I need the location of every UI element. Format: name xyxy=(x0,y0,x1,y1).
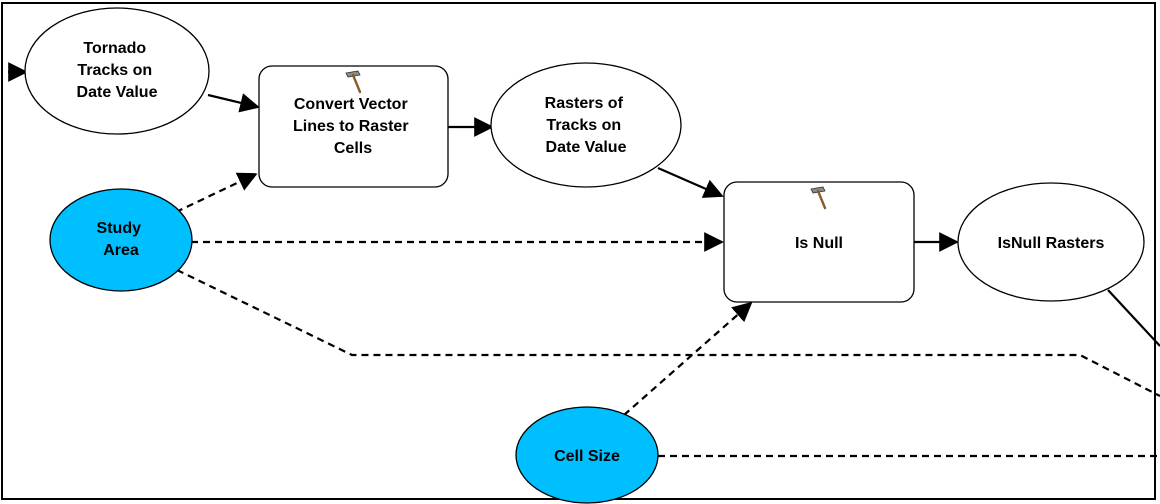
node-isnull-rasters[interactable]: IsNull Rasters xyxy=(957,182,1145,302)
connector-study-area-to-convert xyxy=(175,172,258,213)
node-label: Is Null xyxy=(795,235,843,252)
connectors xyxy=(8,62,1160,458)
node-rasters-tracks[interactable]: Rasters of Tracks on Date Value xyxy=(490,62,682,188)
hammer-icon xyxy=(810,186,827,210)
node-label: Tornado Tracks on Date Value xyxy=(77,40,158,101)
node-label: Convert Vector Lines to Raster Cells xyxy=(293,96,413,157)
dashed-connectors xyxy=(175,172,1160,458)
connector-tornado-to-convert xyxy=(207,93,260,113)
node-study-area[interactable]: Study Area xyxy=(49,188,193,292)
node-label: Rasters of Tracks on Date Value xyxy=(545,95,628,156)
connector-study-area-out xyxy=(176,269,1160,397)
node-cell-size[interactable]: Cell Size xyxy=(515,406,659,504)
connector-rasters-to-isnull xyxy=(657,166,724,198)
node-label: IsNull Rasters xyxy=(998,235,1105,252)
hammer-icon xyxy=(345,70,362,94)
node-label: Cell Size xyxy=(554,448,620,465)
node-convert-tool[interactable]: Convert Vector Lines to Raster Cells xyxy=(258,65,449,188)
node-tornado-tracks[interactable]: Tornado Tracks on Date Value xyxy=(24,7,210,135)
node-is-null-tool[interactable]: Is Null xyxy=(723,181,915,303)
connector-isnull-rasters-out xyxy=(1107,289,1160,347)
connector-cell-size-to-isnull xyxy=(623,301,753,416)
node-label: Study Area xyxy=(97,220,146,259)
